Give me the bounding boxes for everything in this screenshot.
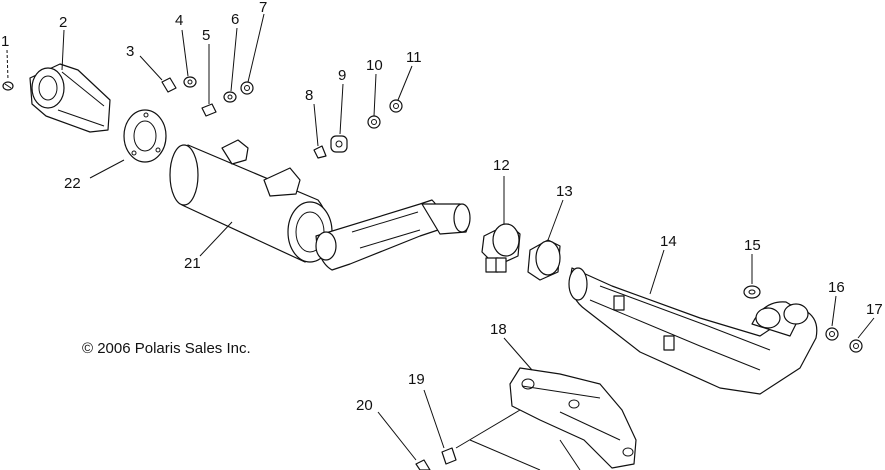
callout-9: 9 (338, 67, 346, 84)
callout-18: 18 (490, 321, 507, 338)
part-20-screw (415, 459, 431, 470)
callout-19: 19 (408, 371, 425, 388)
copyright-notice: © 2006 Polaris Sales Inc. (82, 340, 251, 357)
part-5-bolt (201, 103, 217, 117)
callout-17: 17 (866, 301, 883, 318)
part-11-nut (389, 99, 403, 113)
part-14-header-pipe (568, 267, 818, 395)
callout-15: 15 (744, 237, 761, 254)
callout-13: 13 (556, 183, 573, 200)
part-21-muffler (169, 139, 471, 271)
callout-14: 14 (660, 233, 677, 250)
part-1-bolt (2, 81, 14, 91)
callout-16: 16 (828, 279, 845, 296)
callout-labels: 1 2 3 4 5 6 7 8 9 10 11 12 13 14 15 16 1… (1, 0, 883, 414)
part-13-sleeve (527, 239, 561, 281)
callout-7: 7 (259, 0, 267, 16)
leader-lines (6, 13, 875, 461)
callout-5: 5 (202, 27, 210, 44)
part-3-screw (161, 77, 177, 93)
callout-6: 6 (231, 11, 239, 28)
callout-12: 12 (493, 157, 510, 174)
callout-10: 10 (366, 57, 383, 74)
part-22-gasket (123, 109, 167, 163)
callout-1: 1 (1, 33, 9, 50)
part-15-gasket (743, 285, 761, 299)
callout-11: 11 (406, 49, 422, 66)
part-4-washer (183, 76, 197, 88)
part-6-washer (223, 91, 237, 103)
callout-4: 4 (175, 12, 183, 29)
part-16-nut (825, 327, 839, 341)
part-12-clamp (481, 223, 521, 273)
callout-21: 21 (184, 255, 201, 272)
callout-22: 22 (64, 175, 81, 192)
assembly-lines (455, 409, 581, 470)
part-18-heat-shield (509, 367, 637, 469)
callout-20: 20 (356, 397, 373, 414)
part-9-grommet (330, 135, 348, 153)
callout-8: 8 (305, 87, 313, 104)
callout-2: 2 (59, 14, 67, 31)
part-8-bolt (313, 145, 327, 159)
part-7-nut (240, 81, 254, 95)
part-19-screw (441, 447, 457, 465)
part-17-nut (849, 339, 863, 353)
part-10-nut (367, 115, 381, 129)
callout-3: 3 (126, 43, 134, 60)
part-2-flange (29, 63, 111, 133)
